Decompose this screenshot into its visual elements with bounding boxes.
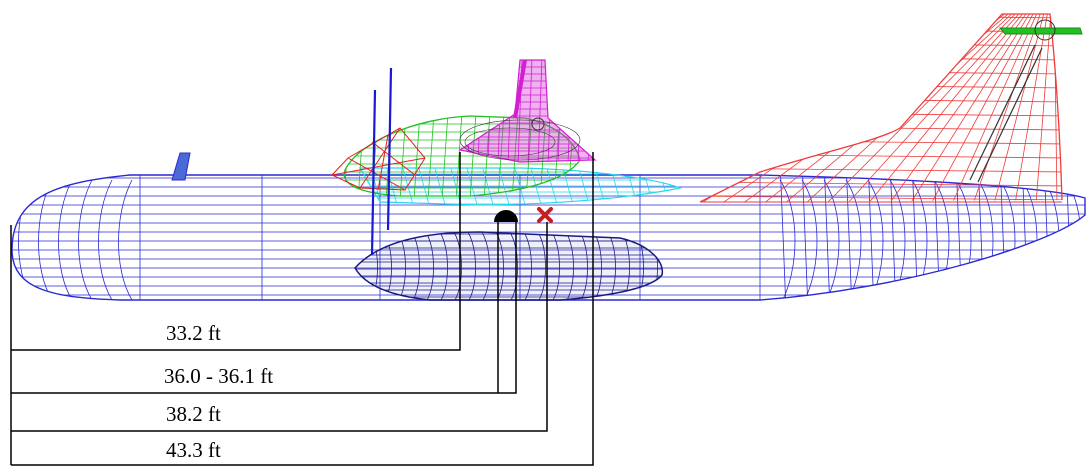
dimension-line-43-3	[11, 152, 594, 466]
dimension-label-33-2: 33.2 ft	[166, 321, 221, 345]
dimension-line-33-2	[11, 152, 461, 351]
engine-pylon-magenta	[458, 59, 597, 163]
fuel-tank-wireframe	[354, 231, 664, 301]
dimension-label-43-3: 43.3 ft	[166, 438, 221, 462]
dimension-label-38-2: 38.2 ft	[166, 402, 221, 426]
cockpit-fin-icon	[171, 152, 191, 181]
reference-cross-icon	[537, 207, 553, 223]
propeller-blades	[370, 67, 393, 256]
dimension-line-38-2	[11, 222, 548, 432]
wing-section-red	[331, 127, 426, 191]
horizontal-stabilizer-green	[998, 27, 1083, 35]
cg-marker-icon	[494, 210, 518, 222]
dimension-lines	[10, 152, 594, 466]
dimension-line-36-0	[11, 222, 517, 394]
dimension-label-36-0: 36.0 - 36.1 ft	[164, 364, 274, 388]
